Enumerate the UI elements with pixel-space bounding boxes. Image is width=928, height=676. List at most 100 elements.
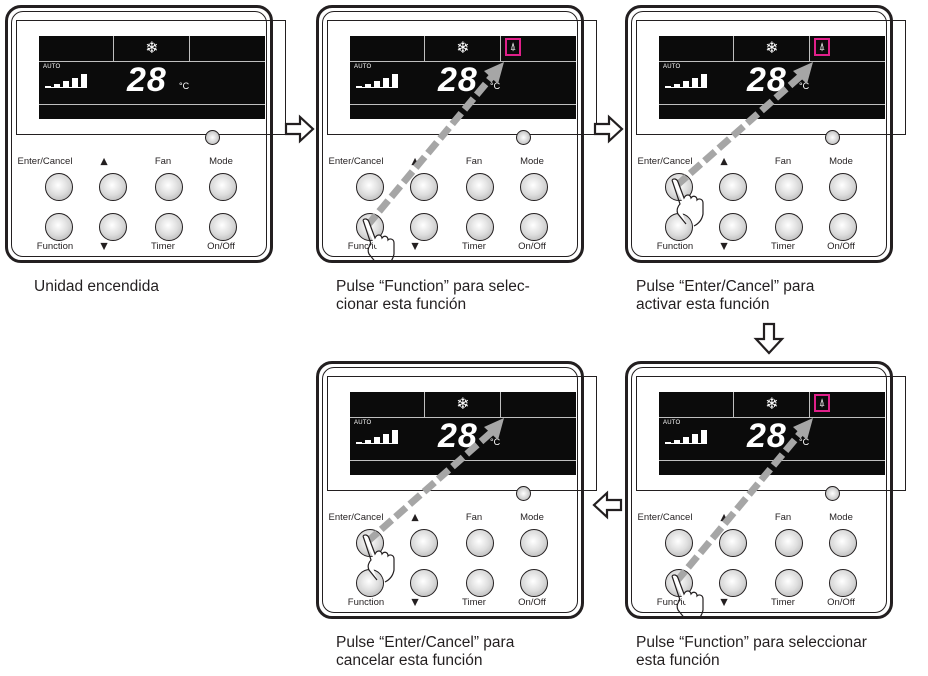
lcd-divider xyxy=(733,392,734,417)
button-label-mode: Mode xyxy=(520,512,544,523)
button-label-function: Function xyxy=(656,241,694,252)
snowflake-icon: ❄ xyxy=(456,394,470,413)
on-off-button[interactable] xyxy=(829,569,857,597)
lcd-top-row xyxy=(39,36,265,62)
snowflake-icon: ❄ xyxy=(765,394,779,413)
fan-speed-baseline xyxy=(665,443,707,444)
up-button[interactable] xyxy=(410,173,438,201)
timer-button[interactable] xyxy=(775,213,803,241)
fan-speed-bars-icon xyxy=(45,74,97,88)
button-label-enter-cancel: Enter/Cancel xyxy=(328,512,384,523)
enter-cancel-button[interactable] xyxy=(45,173,73,201)
timer-button[interactable] xyxy=(466,569,494,597)
button-label-down: ▼ xyxy=(720,597,728,608)
fan-button[interactable] xyxy=(155,173,183,201)
fan-speed-bar xyxy=(63,81,69,88)
function-button[interactable] xyxy=(45,213,73,241)
button-label-timer: Timer xyxy=(462,241,486,252)
up-button[interactable] xyxy=(99,173,127,201)
fan-speed-bar xyxy=(54,84,60,88)
caption-3: Pulse “Enter/Cancel” para activar esta f… xyxy=(636,278,814,314)
on-off-button[interactable] xyxy=(829,213,857,241)
enter-cancel-button[interactable] xyxy=(665,173,693,201)
up-button[interactable] xyxy=(719,173,747,201)
caption-5: Pulse “Enter/Cancel” para cancelar esta … xyxy=(336,634,514,670)
on-off-button[interactable] xyxy=(520,213,548,241)
caption-1-line-1: Unidad encendida xyxy=(34,278,159,295)
button-label-fan: Fan xyxy=(465,512,483,523)
caption-3-line-2: activar esta función xyxy=(636,296,770,313)
down-button[interactable] xyxy=(719,213,747,241)
temperature-readout: 28 xyxy=(438,61,478,99)
step-arrow-right-icon xyxy=(593,114,624,144)
function-button[interactable] xyxy=(356,213,384,241)
fan-speed-baseline xyxy=(665,87,707,88)
button-label-timer: Timer xyxy=(771,241,795,252)
temperature-readout: 28 xyxy=(438,417,478,455)
down-button[interactable] xyxy=(719,569,747,597)
on-off-button[interactable] xyxy=(209,213,237,241)
up-button[interactable] xyxy=(410,529,438,557)
indicator-knob-icon xyxy=(825,486,840,501)
caption-4-line-1: Pulse “Function” para seleccionar xyxy=(636,634,867,651)
caption-4: Pulse “Function” para seleccionar esta f… xyxy=(636,634,867,670)
function-button[interactable] xyxy=(665,213,693,241)
button-label-down: ▼ xyxy=(411,241,419,252)
enter-cancel-button[interactable] xyxy=(356,529,384,557)
mode-button[interactable] xyxy=(209,173,237,201)
indicator-knob-icon xyxy=(516,486,531,501)
button-label-fan: Fan xyxy=(154,156,172,167)
mode-button[interactable] xyxy=(829,529,857,557)
lcd-divider xyxy=(733,36,734,61)
enter-cancel-button[interactable] xyxy=(665,529,693,557)
lcd-divider xyxy=(809,36,810,61)
caption-2-line-1: Pulse “Function” para selec- xyxy=(336,278,530,295)
timer-button[interactable] xyxy=(155,213,183,241)
button-label-fan: Fan xyxy=(774,512,792,523)
fan-button[interactable] xyxy=(466,173,494,201)
timer-button[interactable] xyxy=(466,213,494,241)
button-label-up: ▲ xyxy=(411,156,419,167)
on-off-button[interactable] xyxy=(520,569,548,597)
temperature-readout: 28 xyxy=(747,61,787,99)
indicator-knob-icon xyxy=(516,130,531,145)
lcd-divider xyxy=(659,104,885,105)
mode-button[interactable] xyxy=(520,173,548,201)
temperature-readout: 28 xyxy=(127,61,167,99)
button-label-up: ▲ xyxy=(720,512,728,523)
fan-button[interactable] xyxy=(775,173,803,201)
temperature-unit: °C xyxy=(799,81,810,91)
caption-4-line-2: esta función xyxy=(636,652,720,669)
button-label-timer: Timer xyxy=(151,241,175,252)
enter-cancel-button[interactable] xyxy=(356,173,384,201)
button-label-enter-cancel: Enter/Cancel xyxy=(328,156,384,167)
down-button[interactable] xyxy=(410,213,438,241)
down-button[interactable] xyxy=(410,569,438,597)
fan-button[interactable] xyxy=(775,529,803,557)
fan-speed-bar xyxy=(72,78,78,88)
fan-button[interactable] xyxy=(466,529,494,557)
down-button[interactable] xyxy=(99,213,127,241)
snowflake-icon: ❄ xyxy=(145,38,159,57)
lcd-top-row xyxy=(659,392,885,418)
function-button[interactable] xyxy=(356,569,384,597)
fan-speed-bars-icon xyxy=(665,430,717,444)
mode-button[interactable] xyxy=(829,173,857,201)
button-label-mode: Mode xyxy=(520,156,544,167)
up-button[interactable] xyxy=(719,529,747,557)
function-button[interactable] xyxy=(665,569,693,597)
button-label-fan: Fan xyxy=(465,156,483,167)
fan-speed-bars-icon xyxy=(665,74,717,88)
lcd-top-row xyxy=(350,36,576,62)
button-label-up: ▲ xyxy=(720,156,728,167)
timer-button[interactable] xyxy=(775,569,803,597)
snowflake-icon: ❄ xyxy=(456,38,470,57)
mode-button[interactable] xyxy=(520,529,548,557)
button-label-enter-cancel: Enter/Cancel xyxy=(17,156,73,167)
button-label-mode: Mode xyxy=(829,156,853,167)
